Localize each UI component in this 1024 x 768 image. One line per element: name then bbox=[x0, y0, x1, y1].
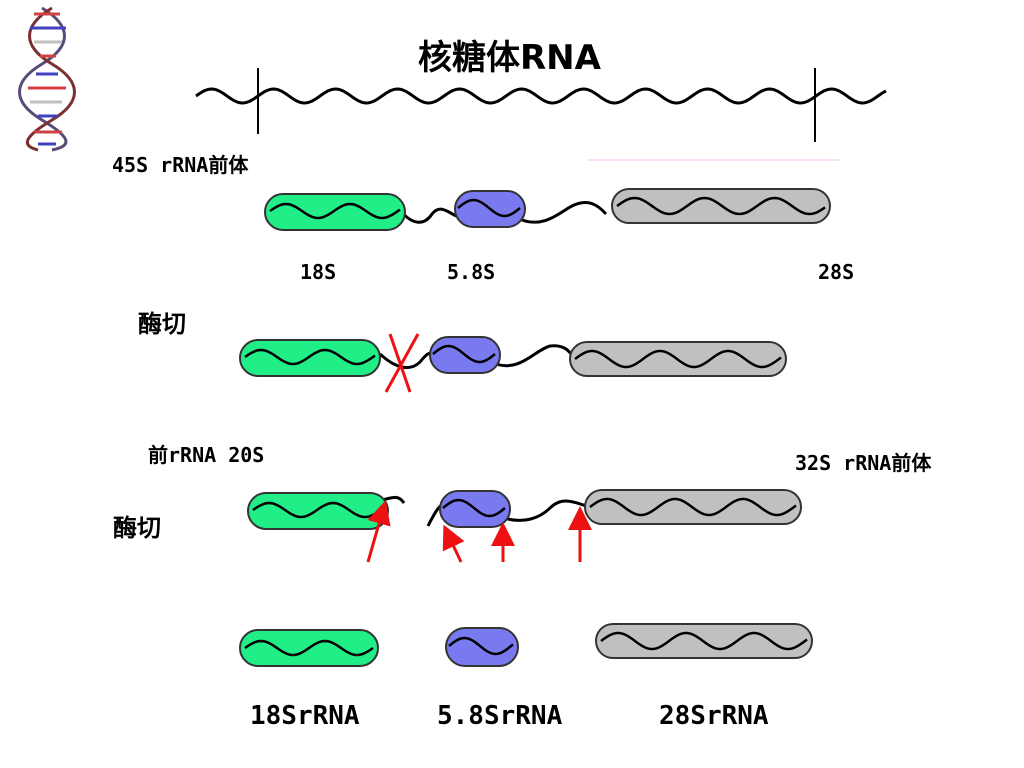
label-28s: 28S bbox=[818, 260, 855, 284]
rna-wave bbox=[432, 344, 496, 364]
cleavage-arrow bbox=[366, 500, 391, 563]
rna-wave bbox=[600, 631, 808, 651]
rna-wave bbox=[244, 348, 376, 366]
rna-wave bbox=[252, 501, 384, 519]
rna-wave bbox=[457, 198, 521, 218]
top-wavy-strand bbox=[195, 87, 887, 105]
label-cleavage-2: 酶切 bbox=[113, 514, 161, 542]
label-final-18s: 18SrRNA bbox=[250, 701, 360, 731]
label-20s-precursor: 前rRNA 20S bbox=[148, 443, 265, 467]
label-18s: 18S bbox=[300, 260, 337, 284]
row-45s-precursor bbox=[264, 188, 831, 231]
rna-wave bbox=[269, 202, 401, 220]
label-final-5-8s: 5.8SrRNA bbox=[437, 701, 563, 731]
linker-strand bbox=[495, 344, 578, 368]
label-final-28s: 28SrRNA bbox=[659, 701, 769, 731]
label-5-8s: 5.8S bbox=[447, 260, 496, 284]
full-rrna-strand bbox=[195, 68, 887, 161]
cleavage-arrows bbox=[366, 500, 592, 563]
segment-18s bbox=[264, 193, 406, 231]
cleavage-arrow bbox=[442, 524, 465, 563]
cleavage-cross-mark bbox=[384, 333, 420, 393]
rna-wave bbox=[442, 498, 506, 518]
page-title: 核糖体RNA bbox=[418, 38, 601, 78]
label-45s-precursor: 45S rRNA前体 bbox=[112, 153, 249, 177]
rna-wave bbox=[574, 349, 782, 369]
rna-wave bbox=[616, 196, 826, 216]
dna-helix-icon bbox=[18, 6, 76, 152]
rna-wave bbox=[244, 639, 374, 657]
linker-strand bbox=[503, 499, 587, 522]
segment-18s bbox=[247, 492, 389, 530]
rna-wave bbox=[448, 636, 514, 656]
label-32s-precursor: 32S rRNA前体 bbox=[795, 451, 932, 475]
row-mature-rrnas bbox=[239, 623, 813, 667]
rna-wave bbox=[589, 497, 797, 517]
row-first-cleavage bbox=[239, 333, 787, 393]
row-second-cleavage bbox=[247, 489, 802, 563]
label-cleavage-1: 酶切 bbox=[138, 310, 186, 338]
linker-strand bbox=[398, 207, 457, 224]
linker-strand bbox=[521, 201, 608, 224]
segment-18s bbox=[239, 339, 381, 377]
